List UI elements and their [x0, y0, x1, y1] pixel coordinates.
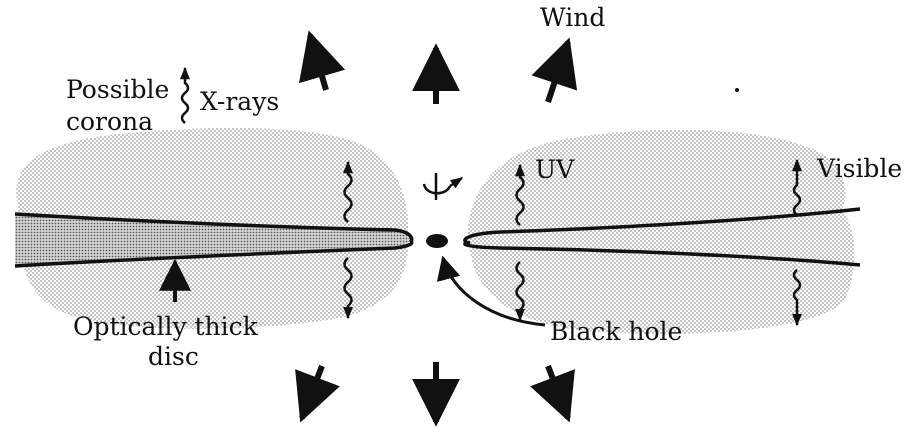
disc-left-upper-edge — [14, 212, 414, 244]
label-optically-thick: Optically thick — [73, 312, 259, 341]
wavy-arrow-icon-uv — [515, 163, 525, 226]
corona-right — [467, 129, 855, 334]
disc-left-lower-edge — [14, 240, 414, 268]
wind-arrow-top-left — [299, 30, 346, 91]
label-wind: Wind — [540, 3, 605, 32]
label-possible: Possible — [66, 75, 169, 104]
wavy-arrow-icon-left-lower — [343, 257, 353, 320]
speck — [735, 88, 739, 92]
label-xrays: X-rays — [200, 87, 279, 116]
disc-right-lower-edge — [463, 241, 861, 267]
disc-right-upper-edge — [463, 207, 861, 245]
wind-arrow-top-right — [531, 37, 578, 103]
wind-arrow-bottom-left — [295, 364, 340, 423]
black-hole — [426, 234, 448, 248]
wavy-arrow-icon-xrays — [180, 66, 190, 124]
disc-left — [15, 214, 410, 266]
wavy-arrow-icon-visible — [792, 158, 802, 216]
spin-axis-icon — [422, 173, 464, 200]
label-black-hole: Black hole — [550, 317, 682, 346]
emission-arrows — [180, 66, 802, 327]
wind-arrow-bottom-right — [530, 364, 575, 423]
black-hole-arrow — [436, 255, 546, 327]
wind-arrows-bottom — [295, 362, 575, 427]
label-corona: corona — [66, 107, 153, 136]
wavy-arrow-icon-right-outer-lower — [792, 269, 802, 327]
label-visible: Visible — [816, 154, 902, 183]
label-disc: disc — [148, 342, 199, 371]
wavy-arrow-icon-right-inner-lower — [515, 261, 525, 322]
wavy-arrow-icon-left-upper — [343, 160, 353, 223]
label-uv: UV — [535, 155, 575, 184]
wind-arrows-top — [299, 30, 578, 104]
